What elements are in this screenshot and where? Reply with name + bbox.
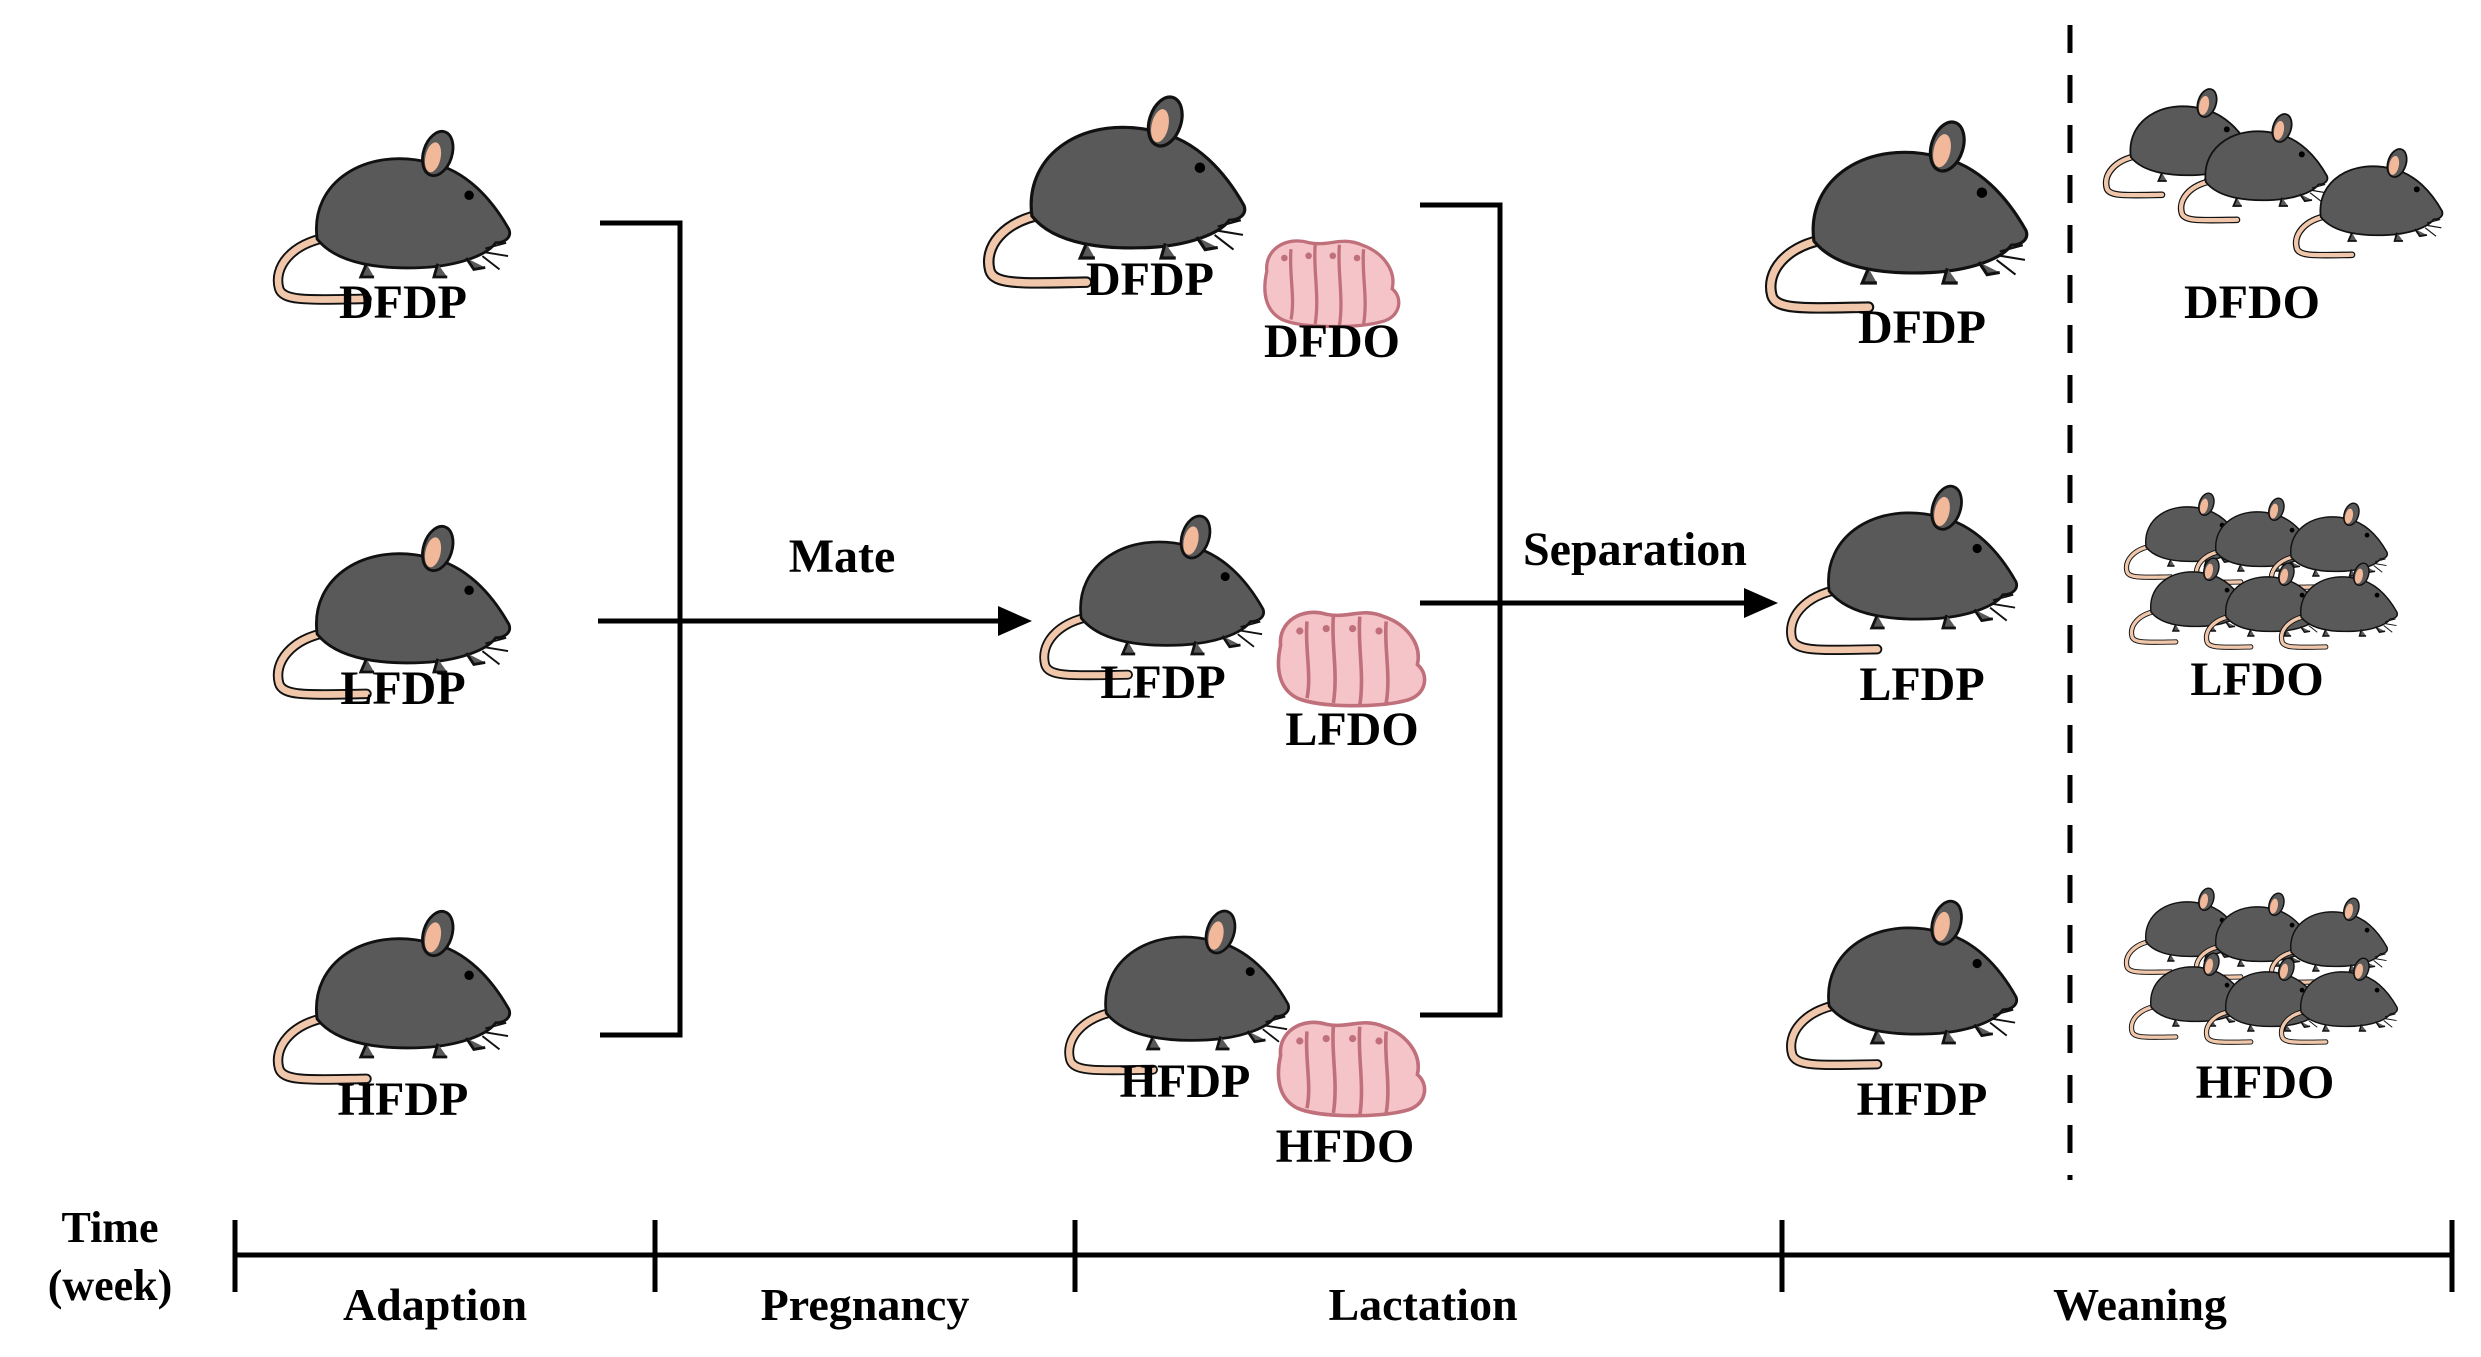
weaning-offspring-column: DFDO LFDO HFDO <box>2106 87 2442 1109</box>
phase-label-lactation: Lactation <box>1328 1279 1517 1330</box>
mouse-icon <box>1044 512 1263 675</box>
mouse-group-icon <box>2127 886 2398 1042</box>
pups-icon <box>1276 1020 1427 1118</box>
lactation-dam-label-1: DFDP <box>1086 253 1214 306</box>
separation-connector <box>1420 202 1778 1018</box>
weaning-offspring-label-2: LFDO <box>2190 653 2323 706</box>
lactation-dam-label-2: LFDP <box>1100 656 1225 709</box>
weaning-dam-label-2: LFDP <box>1859 658 1984 711</box>
mouse-icon <box>1771 118 2027 308</box>
mouse-group-icon <box>2106 87 2442 256</box>
left-bracket <box>600 220 683 1038</box>
lactation-pup-label-3: HFDO <box>1276 1120 1415 1173</box>
mouse-icon <box>278 907 510 1079</box>
right-bracket <box>1420 202 1503 1018</box>
mouse-icon <box>1069 907 1288 1070</box>
lactation-column: DFDP DFDO LFDP LFDO HFDP HFDO <box>989 93 1427 1173</box>
mate-connector <box>598 220 1032 1038</box>
adaptation-column: DFDP LFDP HFDP <box>278 127 510 1126</box>
time-axis-unit: (week) <box>48 1261 173 1310</box>
mouse-icon <box>1791 897 2017 1065</box>
lactation-dam-label-3: HFDP <box>1120 1055 1251 1108</box>
adaptation-label-1: DFDP <box>339 276 467 329</box>
lactation-pup-label-1: DFDO <box>1264 315 1400 368</box>
adaptation-label-2: LFDP <box>340 662 465 715</box>
weaning-offspring-label-1: DFDO <box>2184 276 2320 329</box>
weaning-dams-column: DFDP LFDP HFDP <box>1771 118 2027 1126</box>
adaptation-label-3: HFDP <box>338 1073 469 1126</box>
time-axis-title: Time <box>62 1203 159 1252</box>
phase-label-pregnancy: Pregnancy <box>761 1279 970 1330</box>
separation-label: Separation <box>1523 523 1747 576</box>
timeline: Time (week) Adaption Pregnancy Lactation… <box>48 1203 2455 1330</box>
separation-arrow-head <box>1744 588 1778 618</box>
weaning-dam-label-3: HFDP <box>1857 1073 1988 1126</box>
pups-icon <box>1276 610 1427 708</box>
mouse-icon <box>1791 482 2017 650</box>
phase-label-weaning: Weaning <box>2053 1279 2227 1330</box>
pups-icon <box>1263 239 1401 329</box>
mate-arrow-head <box>998 606 1032 636</box>
mouse-icon <box>278 127 510 299</box>
mate-label: Mate <box>789 530 896 583</box>
weaning-offspring-label-3: HFDO <box>2196 1056 2335 1109</box>
phase-label-adaption: Adaption <box>343 1279 527 1330</box>
weaning-dam-label-1: DFDP <box>1858 301 1986 354</box>
mouse-group-icon <box>2127 491 2398 647</box>
lactation-pup-label-2: LFDO <box>1285 703 1418 756</box>
